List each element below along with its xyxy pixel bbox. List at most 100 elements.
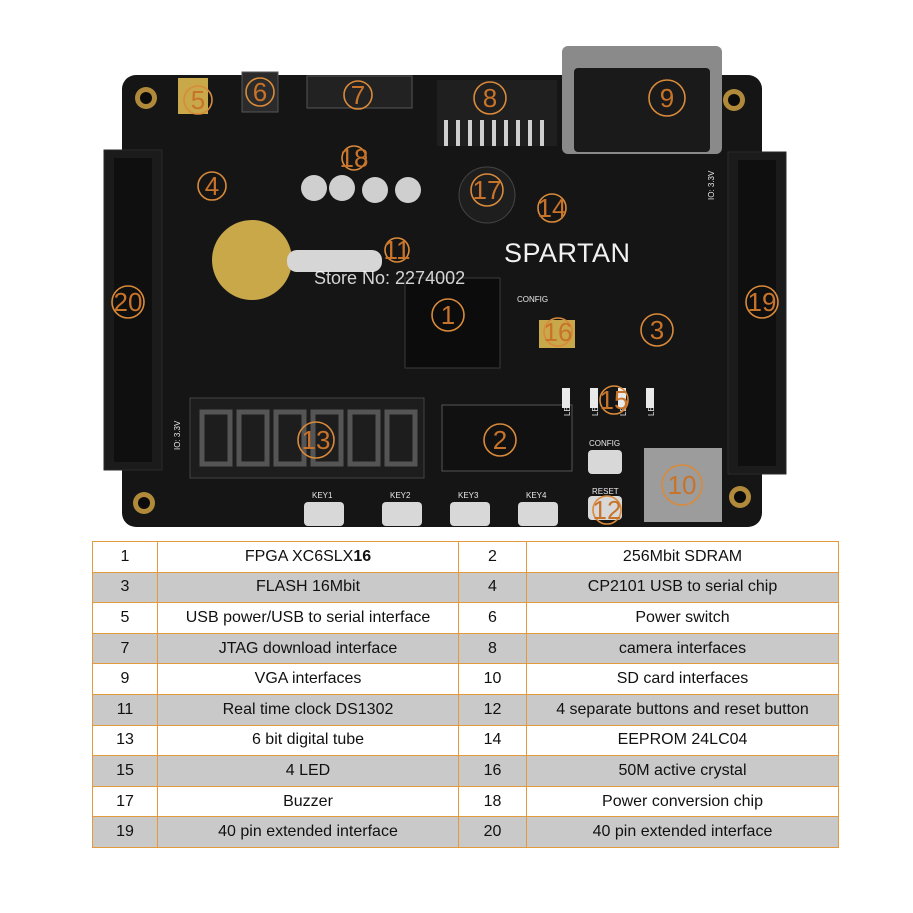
- key4-button: [518, 502, 558, 526]
- item-description: 50M active crystal: [526, 755, 839, 787]
- svg-text:5: 5: [191, 85, 205, 115]
- header-left-pins: [114, 158, 152, 462]
- led: [618, 388, 626, 408]
- table-row: 13 6 bit digital tube 14 EEPROM 24LC04: [92, 724, 839, 757]
- svg-text:14: 14: [538, 193, 567, 223]
- led0-silk: LED0: [563, 395, 572, 416]
- crystal-oscillator: [539, 320, 575, 348]
- reset-silk: RESET: [592, 487, 619, 496]
- item-number: 20: [458, 816, 527, 848]
- key2-button: [382, 502, 422, 526]
- marker-12: 12: [592, 495, 622, 525]
- item-description: Power conversion chip: [526, 785, 839, 818]
- svg-text:12: 12: [593, 495, 622, 525]
- svg-text:19: 19: [748, 287, 777, 317]
- marker-3: 3: [640, 313, 674, 347]
- key4-silk: KEY4: [526, 491, 547, 500]
- table-row: 5 USB power/USB to serial interface 6 Po…: [92, 602, 839, 634]
- item-number: 15: [92, 755, 158, 787]
- led2-silk: LED2: [619, 395, 628, 416]
- item-number: 16: [458, 755, 527, 787]
- item-description: 6 bit digital tube: [157, 724, 459, 757]
- svg-text:13: 13: [302, 425, 331, 455]
- item-description: 256Mbit SDRAM: [526, 541, 839, 573]
- item-number: 10: [458, 663, 527, 695]
- item-number: 7: [92, 632, 158, 665]
- legend-rows: 1 FPGA XC6SLX16 2 256Mbit SDRAM 3 FLASH …: [92, 541, 839, 848]
- io-voltage-right: IO: 3.3V: [707, 170, 716, 200]
- svg-text:11: 11: [384, 235, 411, 265]
- key3-button: [450, 502, 490, 526]
- sd-card-slot: [644, 448, 722, 522]
- key1-silk: KEY1: [312, 491, 333, 500]
- marker-2: 2: [483, 423, 517, 457]
- marker-18: 18: [340, 143, 369, 173]
- marker-6: 6: [245, 77, 275, 107]
- store-watermark: Store No: 2274002: [314, 268, 465, 288]
- item-number: 3: [92, 571, 158, 604]
- item-number: 13: [92, 724, 158, 757]
- config-silk-small: CONFIG: [517, 295, 548, 304]
- table-row: 3 FLASH 16Mbit 4 CP2101 USB to serial ch…: [92, 571, 839, 604]
- item-number: 14: [458, 724, 527, 757]
- item-description: EEPROM 24LC04: [526, 724, 839, 757]
- capacitor: [329, 175, 355, 201]
- table-row: 9 VGA interfaces 10 SD card interfaces: [92, 663, 839, 695]
- marker-11: 11: [384, 235, 411, 265]
- svg-text:8: 8: [483, 83, 497, 113]
- svg-text:20: 20: [114, 287, 143, 317]
- svg-text:7: 7: [351, 80, 365, 110]
- item-description: CP2101 USB to serial chip: [526, 571, 839, 604]
- item-description: VGA interfaces: [157, 663, 459, 695]
- marker-8: 8: [473, 81, 507, 115]
- item-description: 4 LED: [157, 755, 459, 787]
- table-row: 19 40 pin extended interface 20 40 pin e…: [92, 816, 839, 848]
- item-number: 9: [92, 663, 158, 695]
- item-number: 19: [92, 816, 158, 848]
- config-button: [588, 450, 622, 474]
- fpga-board-photo: SPARTAN Store No: 2274002 CONFIG CONFIG …: [103, 46, 787, 527]
- capacitor: [301, 175, 327, 201]
- item-number: 12: [458, 693, 527, 726]
- led: [646, 388, 654, 408]
- item-description: Real time clock DS1302: [157, 693, 459, 726]
- svg-text:17: 17: [473, 175, 502, 205]
- key3-silk: KEY3: [458, 491, 479, 500]
- item-number: 4: [458, 571, 527, 604]
- item-number: 18: [458, 785, 527, 818]
- marker-14: 14: [537, 193, 567, 223]
- marker-10: 10: [661, 464, 703, 506]
- fpga-chip: [404, 277, 501, 369]
- crystal-clip: [287, 250, 382, 272]
- svg-text:3: 3: [650, 315, 664, 345]
- svg-text:1: 1: [441, 300, 455, 330]
- camera-header-pins: [444, 120, 544, 146]
- usb-connector: [178, 78, 208, 114]
- svg-text:16: 16: [544, 317, 573, 347]
- marker-16: 16: [543, 317, 573, 347]
- component-legend-table: 1 FPGA XC6SLX16 2 256Mbit SDRAM 3 FLASH …: [92, 541, 839, 848]
- seven-segment-digits: [199, 409, 418, 467]
- item-number: 1: [92, 541, 158, 573]
- marker-9: 9: [648, 79, 686, 117]
- marker-19: 19: [745, 285, 779, 319]
- table-row: 17 Buzzer 18 Power conversion chip: [92, 785, 839, 818]
- led: [562, 388, 570, 408]
- item-description: camera interfaces: [526, 632, 839, 665]
- item-description: SD card interfaces: [526, 663, 839, 695]
- marker-5: 5: [183, 85, 213, 115]
- marker-15: 15: [599, 385, 629, 415]
- rtc-battery-holder: [212, 220, 292, 300]
- item-description: USB power/USB to serial interface: [157, 602, 459, 634]
- marker-17: 17: [470, 173, 504, 207]
- svg-text:9: 9: [660, 83, 674, 113]
- item-number: 8: [458, 632, 527, 665]
- key1-button: [304, 502, 344, 526]
- item-description: 40 pin extended interface: [526, 816, 839, 848]
- item-description: FPGA XC6SLX16: [157, 541, 459, 573]
- led: [590, 388, 598, 408]
- led1-silk: LED1: [591, 395, 600, 416]
- sdram-chip: [441, 404, 573, 472]
- item-description: 40 pin extended interface: [157, 816, 459, 848]
- svg-text:4: 4: [205, 171, 219, 201]
